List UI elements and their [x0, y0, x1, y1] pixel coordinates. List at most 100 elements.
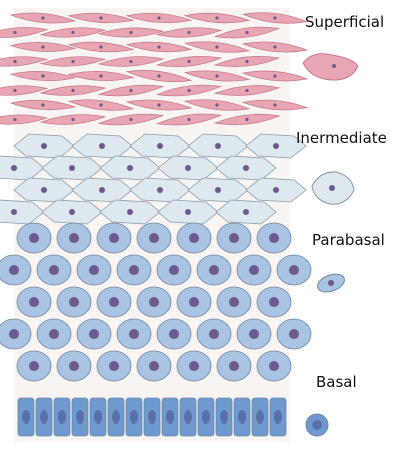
superficial-nucleus — [129, 60, 132, 63]
sample-superficial-nucleus — [332, 64, 336, 68]
sample-parabasal-nucleus — [328, 280, 334, 286]
nucleus — [269, 233, 279, 243]
superficial-nucleus — [215, 103, 218, 106]
nucleus — [209, 329, 219, 339]
nucleus — [249, 329, 259, 339]
superficial-nucleus — [71, 60, 74, 63]
intermediate-nucleus — [69, 209, 75, 215]
intermediate-nucleus — [127, 209, 133, 215]
superficial-nucleus — [245, 31, 248, 34]
nucleus — [269, 297, 279, 307]
intermediate-nucleus — [99, 143, 105, 149]
superficial-nucleus — [129, 89, 132, 92]
intermediate-nucleus — [243, 165, 249, 171]
nucleus — [29, 297, 39, 307]
nucleus — [269, 361, 279, 371]
nucleus — [109, 233, 119, 243]
superficial-nucleus — [99, 103, 102, 106]
superficial-nucleus — [41, 74, 44, 77]
intermediate-nucleus — [215, 143, 221, 149]
nucleus — [9, 329, 19, 339]
basal-nucleus — [166, 410, 174, 424]
superficial-nucleus — [187, 60, 190, 63]
nucleus — [169, 329, 179, 339]
intermediate-nucleus — [185, 165, 191, 171]
nucleus — [189, 361, 199, 371]
superficial-nucleus — [157, 16, 160, 19]
nucleus — [9, 265, 19, 275]
superficial-nucleus — [187, 31, 190, 34]
basal-nucleus — [256, 410, 264, 424]
superficial-nucleus — [273, 74, 276, 77]
intermediate-nucleus — [99, 187, 105, 193]
nucleus — [69, 233, 79, 243]
nucleus — [189, 297, 199, 307]
superficial-nucleus — [245, 89, 248, 92]
superficial-nucleus — [13, 118, 16, 121]
superficial-nucleus — [129, 31, 132, 34]
intermediate-nucleus — [157, 143, 163, 149]
superficial-nucleus — [41, 16, 44, 19]
nucleus — [129, 329, 139, 339]
superficial-nucleus — [71, 118, 74, 121]
basal-nucleus — [40, 410, 48, 424]
superficial-nucleus — [187, 118, 190, 121]
superficial-nucleus — [41, 103, 44, 106]
basal-nucleus — [274, 410, 282, 424]
intermediate-nucleus — [11, 209, 17, 215]
label-parabasal: Parabasal — [312, 231, 385, 249]
nucleus — [229, 361, 239, 371]
basal-nucleus — [76, 410, 84, 424]
superficial-nucleus — [273, 45, 276, 48]
label-superficial: Superficial — [305, 13, 384, 31]
superficial-nucleus — [71, 89, 74, 92]
nucleus — [229, 297, 239, 307]
basal-nucleus — [94, 410, 102, 424]
nucleus — [49, 329, 59, 339]
nucleus — [29, 361, 39, 371]
superficial-nucleus — [157, 103, 160, 106]
basal-nucleus — [58, 410, 66, 424]
basal-nucleus — [220, 410, 228, 424]
basal-nucleus — [238, 410, 246, 424]
label-basal: Basal — [316, 373, 357, 391]
nucleus — [49, 265, 59, 275]
intermediate-nucleus — [11, 165, 17, 171]
superficial-nucleus — [245, 60, 248, 63]
basal-nucleus — [148, 410, 156, 424]
superficial-nucleus — [99, 45, 102, 48]
intermediate-nucleus — [215, 187, 221, 193]
intermediate-nucleus — [127, 165, 133, 171]
superficial-nucleus — [215, 16, 218, 19]
nucleus — [289, 329, 299, 339]
superficial-nucleus — [13, 31, 16, 34]
intermediate-nucleus — [69, 165, 75, 171]
superficial-nucleus — [157, 45, 160, 48]
nucleus — [29, 233, 39, 243]
basal-nucleus — [112, 410, 120, 424]
nucleus — [249, 265, 259, 275]
basal-nucleus — [22, 410, 30, 424]
sample-superficial-cell — [303, 54, 358, 80]
superficial-nucleus — [187, 89, 190, 92]
basal-nucleus — [130, 410, 138, 424]
intermediate-nucleus — [185, 209, 191, 215]
superficial-nucleus — [245, 118, 248, 121]
superficial-nucleus — [99, 74, 102, 77]
nucleus — [129, 265, 139, 275]
nucleus — [169, 265, 179, 275]
label-intermediate: Inermediate — [296, 129, 387, 147]
intermediate-nucleus — [41, 187, 47, 193]
superficial-nucleus — [71, 31, 74, 34]
intermediate-nucleus — [273, 187, 279, 193]
basal-nucleus — [202, 410, 210, 424]
nucleus — [149, 297, 159, 307]
nucleus — [149, 361, 159, 371]
superficial-nucleus — [273, 103, 276, 106]
nucleus — [109, 297, 119, 307]
intermediate-nucleus — [243, 209, 249, 215]
superficial-nucleus — [13, 60, 16, 63]
sample-intermediate-nucleus — [329, 185, 335, 191]
superficial-nucleus — [41, 45, 44, 48]
nucleus — [89, 265, 99, 275]
